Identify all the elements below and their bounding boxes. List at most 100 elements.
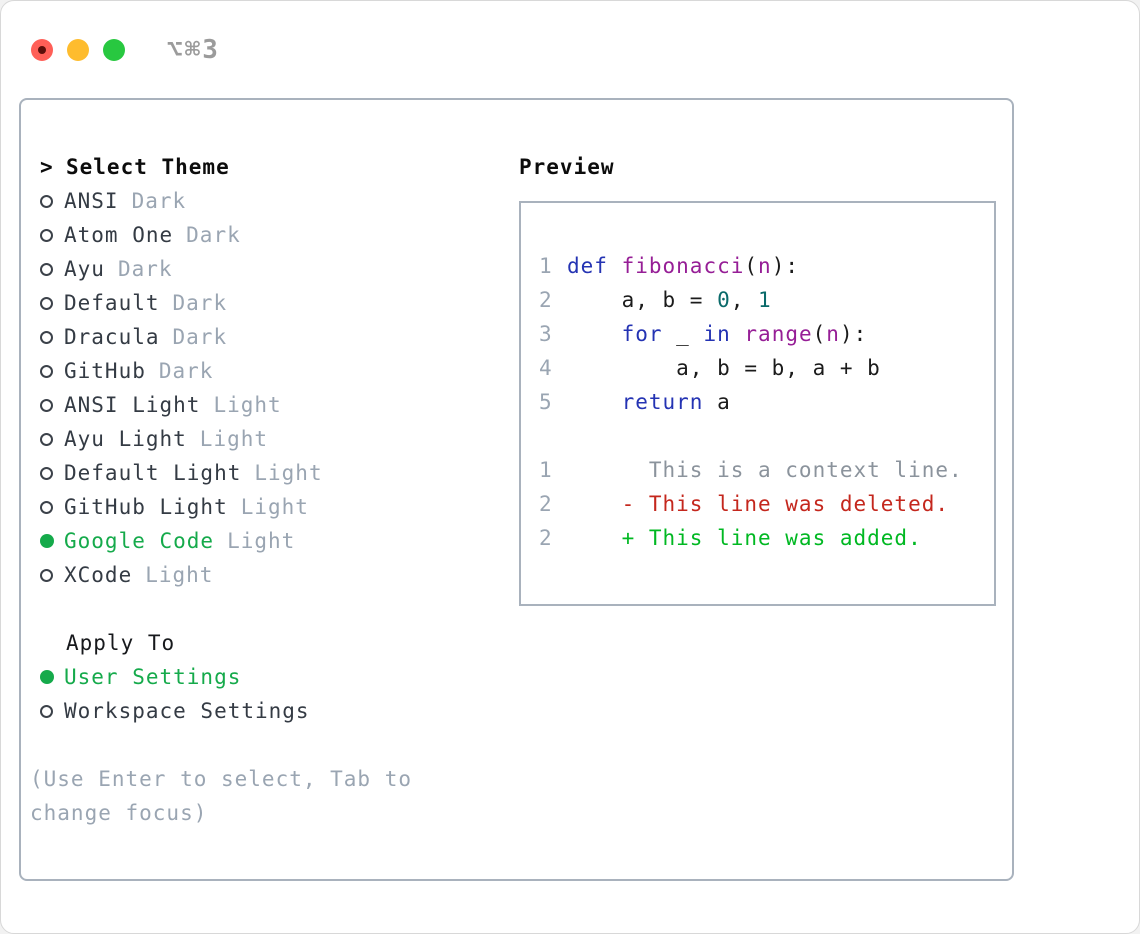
preview-title: Preview <box>519 155 615 179</box>
focus-marker: > <box>40 155 54 179</box>
apply-option-user-settings[interactable]: User Settings <box>30 660 500 694</box>
theme-option-default-dark[interactable]: Default Dark <box>30 286 500 320</box>
option-label: GitHub Light <box>64 495 228 519</box>
variant-badge: Light <box>213 393 282 417</box>
minimize-button[interactable] <box>67 38 89 61</box>
code-token-pln: ): <box>771 254 799 278</box>
apply-to-header: Apply To <box>30 626 500 660</box>
theme-option-google-code-light[interactable]: Google Code Light <box>30 524 500 558</box>
code-token-pln: a, b = b, a + b <box>567 356 881 380</box>
code-token-lit: 0 <box>717 288 731 312</box>
hint-text: (Use Enter to select, Tab to change focu… <box>30 767 413 825</box>
code-line: 2 + This line was added. <box>539 521 994 555</box>
code-token-ctx: This is a context line. <box>567 458 963 482</box>
variant-badge: Dark <box>186 223 241 247</box>
radio-unselected-icon <box>40 466 53 480</box>
option-label: XCode <box>64 563 133 587</box>
option-label: GitHub <box>64 359 146 383</box>
code-token-typ: n <box>758 254 772 278</box>
variant-badge: Light <box>145 563 214 587</box>
code-token-kwd: for <box>621 322 663 346</box>
radio-selected-icon <box>40 670 54 684</box>
radio-selected-icon <box>40 534 54 548</box>
option-label: Default Light <box>64 461 242 485</box>
line-number: 2 <box>539 492 553 516</box>
variant-badge: Dark <box>117 257 173 281</box>
zoom-button[interactable] <box>103 38 125 61</box>
code-token-add: + This line was added. <box>567 526 922 550</box>
code-token-pln: ( <box>812 322 827 346</box>
variant-badge: Dark <box>172 325 228 349</box>
code-token-kwd: in <box>703 322 731 346</box>
code-token-pln: ): <box>839 322 868 346</box>
apply-option-workspace-settings[interactable]: Workspace Settings <box>30 694 500 728</box>
code-line: 2 - This line was deleted. <box>539 487 994 521</box>
window-shortcut-label: ⌥⌘3 <box>167 34 220 65</box>
code-line: 1 This is a context line. <box>539 453 994 487</box>
line-number: 5 <box>539 390 553 414</box>
line-number: 3 <box>539 322 553 346</box>
radio-unselected-icon <box>40 398 53 412</box>
theme-option-ansi-light-light[interactable]: ANSI Light Light <box>30 388 500 422</box>
code-token-pln <box>731 322 745 346</box>
close-button[interactable] <box>31 38 53 61</box>
radio-unselected-icon <box>40 296 53 310</box>
radio-unselected-icon <box>40 500 53 514</box>
radio-unselected-icon <box>40 194 53 208</box>
variant-badge: Dark <box>172 291 228 315</box>
option-label: Ayu <box>64 257 105 281</box>
code-token-pln <box>567 322 622 346</box>
variant-badge: Light <box>240 495 309 519</box>
radio-unselected-icon <box>40 568 53 582</box>
code-token-pln <box>567 390 622 414</box>
code-line: 4 a, b = b, a + b <box>539 351 994 385</box>
line-number: 1 <box>539 254 553 278</box>
code-token-pln: a, b = <box>567 288 718 312</box>
code-token-del: - This line was deleted. <box>567 492 950 516</box>
code-token-pln: , <box>730 288 759 312</box>
option-label: Default <box>64 291 160 315</box>
line-number: 1 <box>539 458 553 482</box>
radio-unselected-icon <box>40 704 53 718</box>
code-token-pln <box>608 254 622 278</box>
radio-unselected-icon <box>40 364 53 378</box>
code-token-pln: ( <box>744 254 759 278</box>
radio-unselected-icon <box>40 228 53 242</box>
code-token-typ: n <box>826 322 840 346</box>
option-label: Workspace Settings <box>64 699 310 723</box>
option-label: Google Code <box>64 529 215 553</box>
line-number: 4 <box>539 356 553 380</box>
select-theme-title: Select Theme <box>66 155 230 179</box>
radio-unselected-icon <box>40 432 53 446</box>
option-label: Ayu Light <box>64 427 187 451</box>
code-token-kwd: return <box>621 390 704 414</box>
line-number: 2 <box>539 288 553 312</box>
radio-unselected-icon <box>40 262 53 276</box>
code-line <box>539 419 994 453</box>
theme-option-github-light-light[interactable]: GitHub Light Light <box>30 490 500 524</box>
variant-badge: Dark <box>158 359 214 383</box>
code-token-pln: _ <box>662 322 704 346</box>
line-number: 2 <box>539 526 553 550</box>
theme-option-xcode-light[interactable]: XCode Light <box>30 558 500 592</box>
theme-option-github-dark[interactable]: GitHub Dark <box>30 354 500 388</box>
theme-option-ayu-dark[interactable]: Ayu Dark <box>30 252 500 286</box>
variant-badge: Light <box>227 529 296 553</box>
radio-unselected-icon <box>40 330 53 344</box>
apply-to-title: Apply To <box>66 631 176 655</box>
option-label: User Settings <box>64 665 242 689</box>
code-token-typ: range <box>744 322 813 346</box>
option-label: ANSI Light <box>64 393 201 417</box>
